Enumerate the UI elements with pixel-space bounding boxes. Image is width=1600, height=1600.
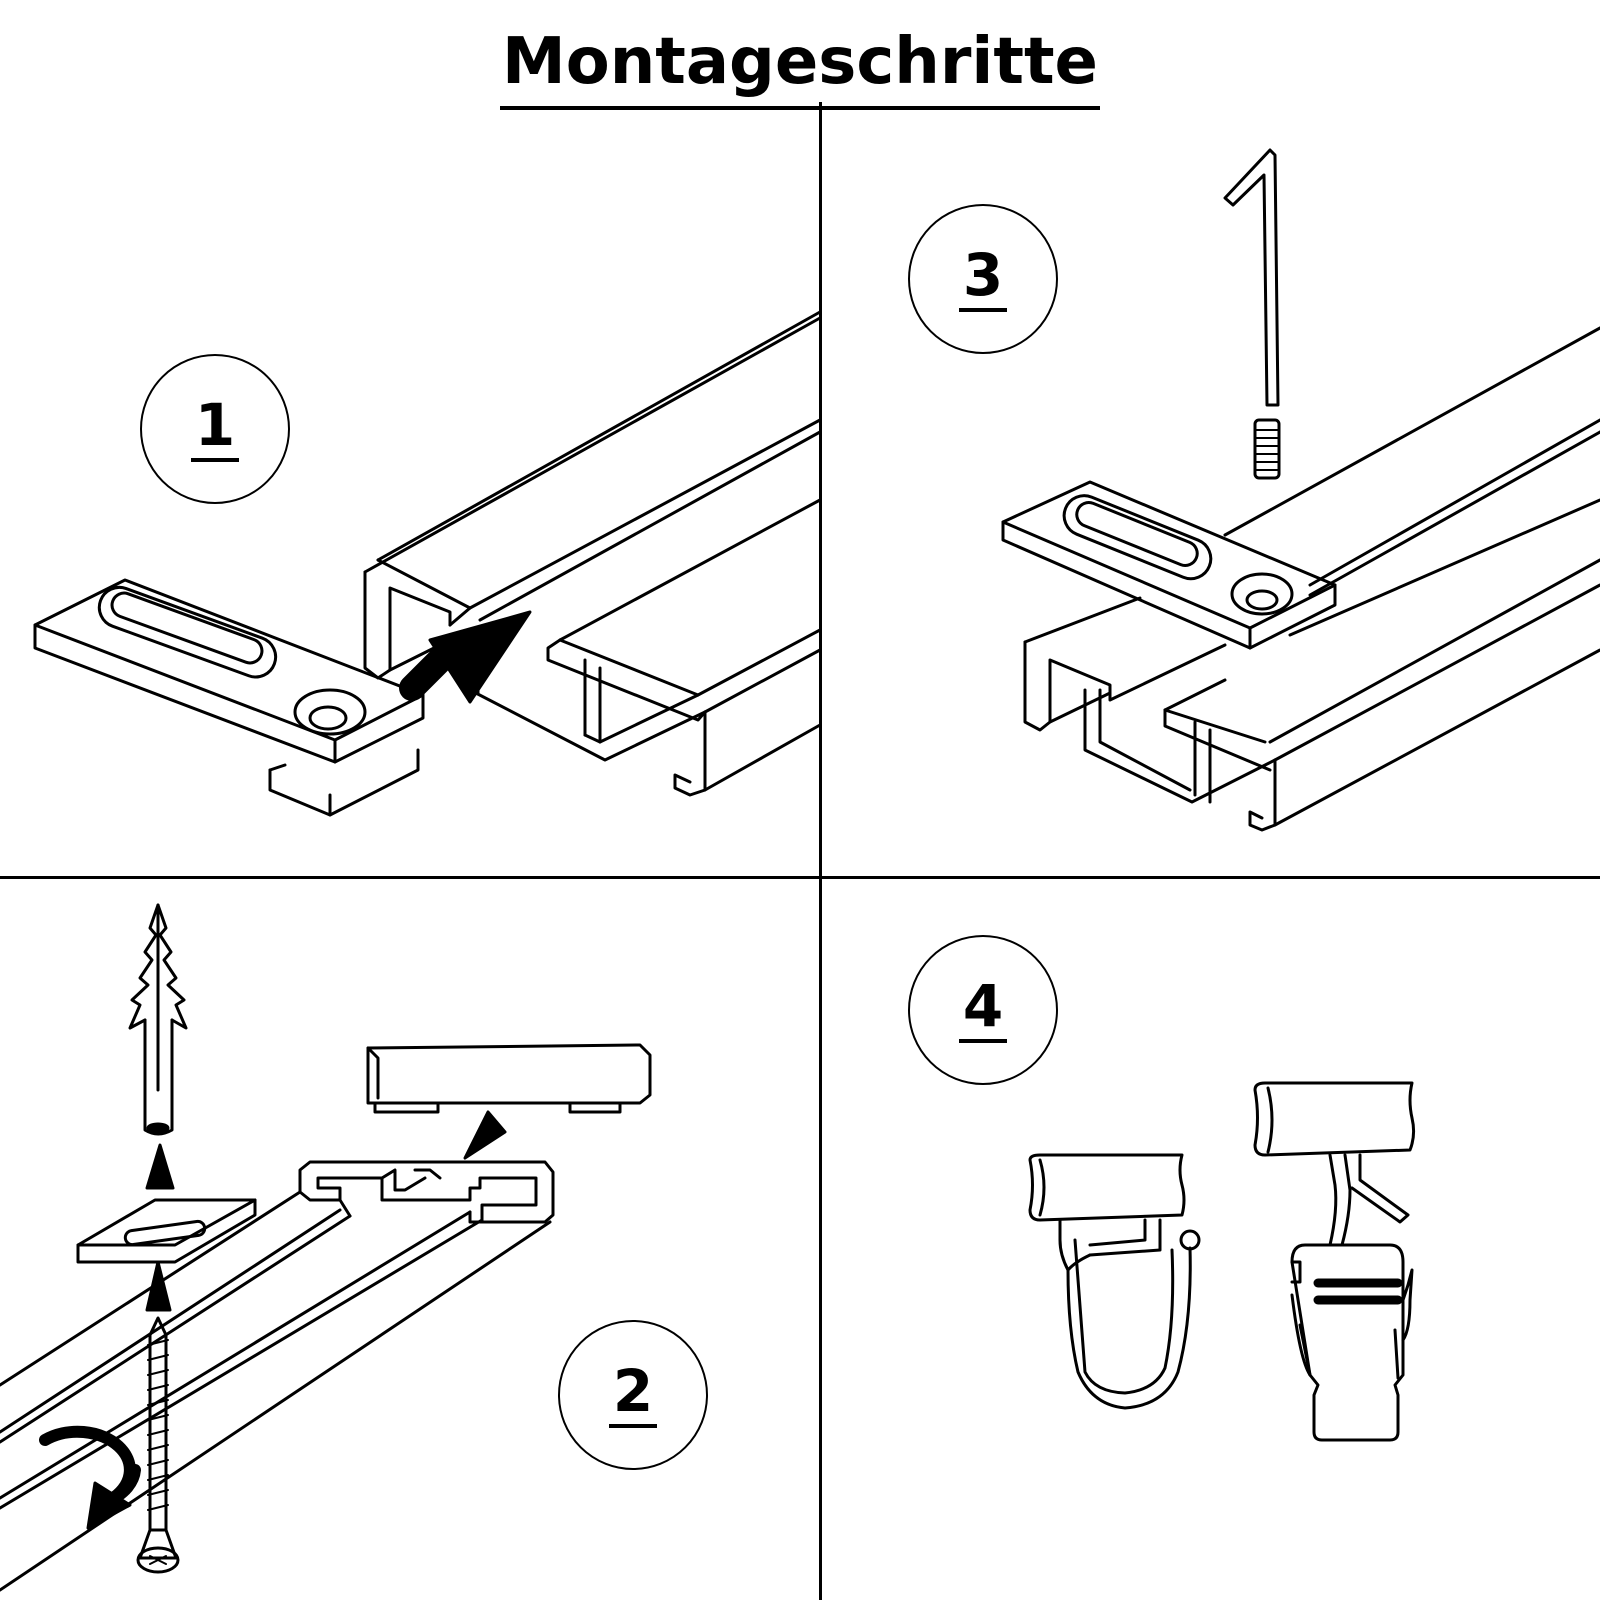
page-title: Montageschritte — [0, 22, 1600, 110]
step2-screw-arrow-icon — [145, 1260, 172, 1312]
step4-glider-hook-icon — [1028, 1153, 1201, 1410]
step2-dowel-arrow-icon — [145, 1143, 175, 1190]
step2-screw-icon — [136, 1316, 180, 1574]
step3-illustration — [1001, 148, 1600, 832]
step4-illustration — [1028, 1081, 1416, 1442]
divider-vertical — [819, 102, 822, 1600]
page-title-text: Montageschritte — [500, 22, 1100, 110]
step-3-badge: 3 — [908, 204, 1058, 354]
step2-rotate-arrow-icon — [39, 1425, 141, 1530]
step2-track — [0, 1160, 555, 1592]
step2-mounting-plate — [76, 1198, 257, 1264]
step2-cap-arrow-icon — [463, 1110, 507, 1160]
step3-set-screw-icon — [1253, 418, 1281, 480]
step-3-number: 3 — [958, 246, 1008, 312]
step-2-badge: 2 — [558, 1320, 708, 1470]
step1-track — [363, 310, 822, 797]
step-2-number: 2 — [608, 1362, 658, 1428]
step-4-badge: 4 — [908, 935, 1058, 1085]
divider-horizontal — [0, 876, 1600, 879]
step2-wall-dowel-icon — [128, 903, 188, 1136]
step-4-number: 4 — [958, 977, 1008, 1043]
step2-illustration — [0, 903, 652, 1592]
step4-glider-clip-icon — [1253, 1081, 1416, 1442]
step3-bracket — [1001, 480, 1337, 650]
step1-illustration — [33, 310, 822, 817]
step2-end-cap — [366, 1043, 652, 1114]
step1-insert-arrow-icon — [399, 610, 532, 704]
step3-hex-key-icon — [1223, 148, 1280, 407]
step3-track — [1023, 326, 1600, 832]
step-1-badge: 1 — [140, 354, 290, 504]
step-1-number: 1 — [190, 396, 240, 462]
step1-bracket — [33, 578, 425, 817]
